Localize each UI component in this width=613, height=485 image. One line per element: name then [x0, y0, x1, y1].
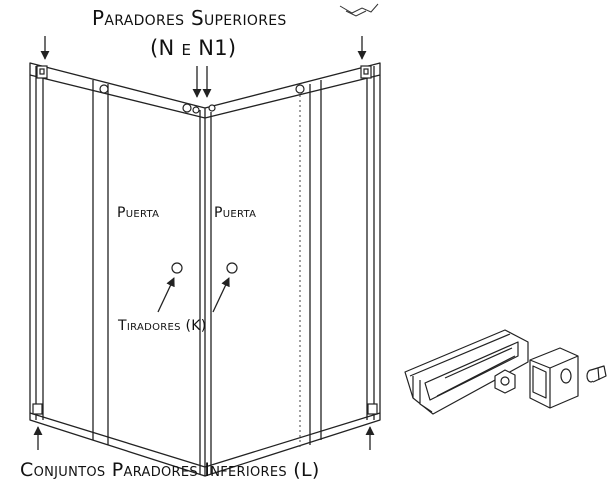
arrows	[33, 36, 375, 450]
bottom-stopper-blocks	[32, 403, 378, 415]
top-stoppers-label: Paradores Superiores	[92, 6, 287, 30]
handle-left-icon	[171, 262, 183, 274]
arrow-handle-right	[212, 277, 230, 313]
top-stopper-blocks	[36, 65, 372, 79]
handles	[171, 262, 238, 274]
top-rollers	[99, 84, 305, 114]
handle-right-icon	[226, 262, 238, 274]
arrow-handle-left	[157, 277, 175, 313]
bottom-stoppers-label: Conjuntos Paradores Inferiores (L)	[20, 459, 320, 481]
stopper-detail-inset	[404, 329, 607, 415]
top-stoppers-parts-label: (N e N1)	[150, 36, 237, 60]
door-right-label: Puerta	[214, 205, 257, 221]
door-left-label: Puerta	[117, 205, 160, 221]
corner-sketch	[339, 3, 379, 17]
handles-label: Tiradores (K)	[118, 318, 207, 334]
enclosure-frame	[29, 62, 381, 477]
